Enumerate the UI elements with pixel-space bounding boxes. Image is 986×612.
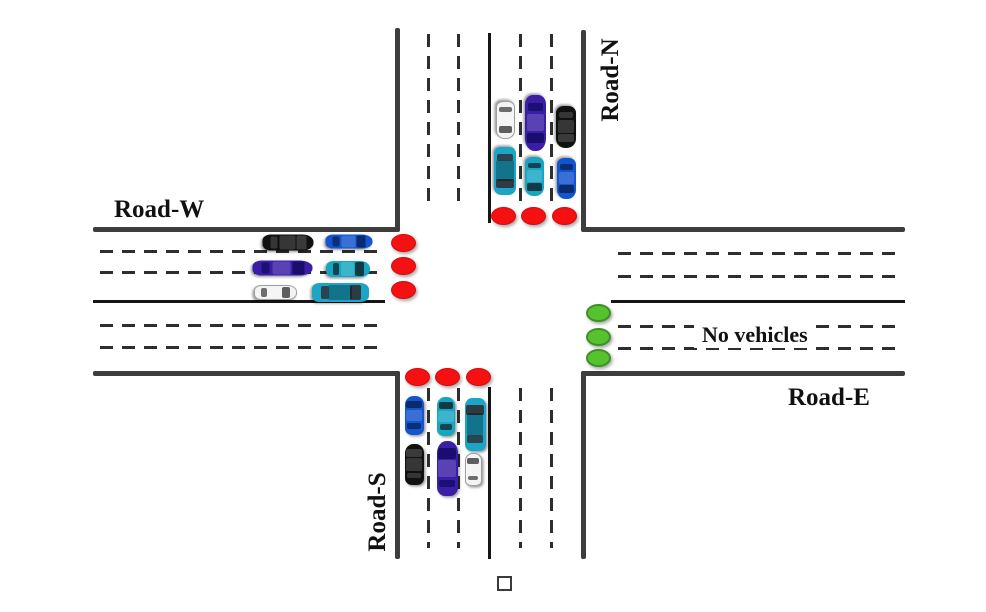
lane-dash — [100, 250, 386, 253]
signal-west-red-1 — [390, 234, 416, 252]
marker-square — [497, 576, 512, 591]
vehicle-north-blue-sedan — [556, 157, 576, 199]
vehicle-south-blue-sedan — [404, 395, 424, 435]
vehicle-west-indigo-sedan — [252, 260, 312, 276]
vehicle-south-cyan-suv — [464, 397, 486, 451]
vehicle-west-cyan-suv — [311, 282, 369, 302]
vehicle-west-white-sedan — [253, 284, 297, 300]
vehicle-north-indigo-sedan — [524, 95, 546, 151]
road-south-label: Road-S — [364, 472, 391, 552]
center-line — [93, 300, 385, 303]
signal-south-red-3 — [465, 368, 491, 386]
road-edge — [581, 371, 905, 376]
signal-west-red-2 — [390, 257, 416, 275]
center-line — [488, 387, 491, 559]
road-north-label: Road-N — [597, 38, 624, 122]
signal-west-red-3 — [390, 281, 416, 299]
signal-south-red-1 — [404, 368, 430, 386]
road-edge — [581, 30, 586, 230]
road-edge — [581, 227, 905, 232]
lane-dash — [457, 34, 460, 204]
signal-north-red-1 — [490, 207, 516, 225]
vehicle-west-blue-sedan — [325, 234, 373, 248]
vehicle-south-teal-sedan — [437, 396, 455, 436]
vehicle-north-white-sedan — [495, 101, 515, 139]
signal-east-green-1 — [585, 304, 611, 322]
no-vehicles-label: No vehicles — [694, 322, 816, 348]
lane-dash — [100, 324, 386, 327]
road-edge — [395, 371, 400, 559]
vehicle-south-indigo-sedan — [436, 440, 458, 496]
lane-dash — [427, 388, 430, 548]
vehicle-west-black-sedan — [262, 234, 314, 250]
vehicle-south-black-sedan — [404, 443, 424, 485]
lane-dash — [427, 34, 430, 204]
signal-south-red-2 — [434, 368, 460, 386]
center-line — [488, 33, 491, 223]
lane-dash — [100, 271, 386, 274]
lane-dash — [519, 388, 522, 548]
vehicle-north-cyan-suv — [494, 147, 516, 195]
vehicle-south-white-sedan — [464, 452, 482, 486]
lane-dash — [100, 346, 386, 349]
road-west-label: Road-W — [114, 196, 205, 223]
lane-dash — [457, 388, 460, 548]
center-line — [611, 300, 905, 303]
lane-dash — [618, 347, 898, 350]
road-edge — [581, 371, 586, 559]
lane-dash — [550, 388, 553, 548]
road-edge — [93, 371, 400, 376]
lane-dash — [519, 34, 522, 204]
vehicle-west-teal-sedan — [326, 261, 370, 277]
lane-dash — [618, 275, 898, 278]
lane-dash — [550, 34, 553, 204]
signal-east-green-2 — [585, 328, 611, 346]
vehicle-north-black-sedan — [556, 106, 576, 148]
lane-dash — [618, 252, 898, 255]
road-edge — [93, 227, 397, 232]
signal-north-red-3 — [551, 207, 577, 225]
road-edge — [395, 28, 400, 232]
road-east-label: Road-E — [788, 384, 870, 411]
signal-north-red-2 — [520, 207, 546, 225]
signal-east-green-3 — [585, 349, 611, 367]
vehicle-north-teal-sedan — [524, 156, 544, 196]
